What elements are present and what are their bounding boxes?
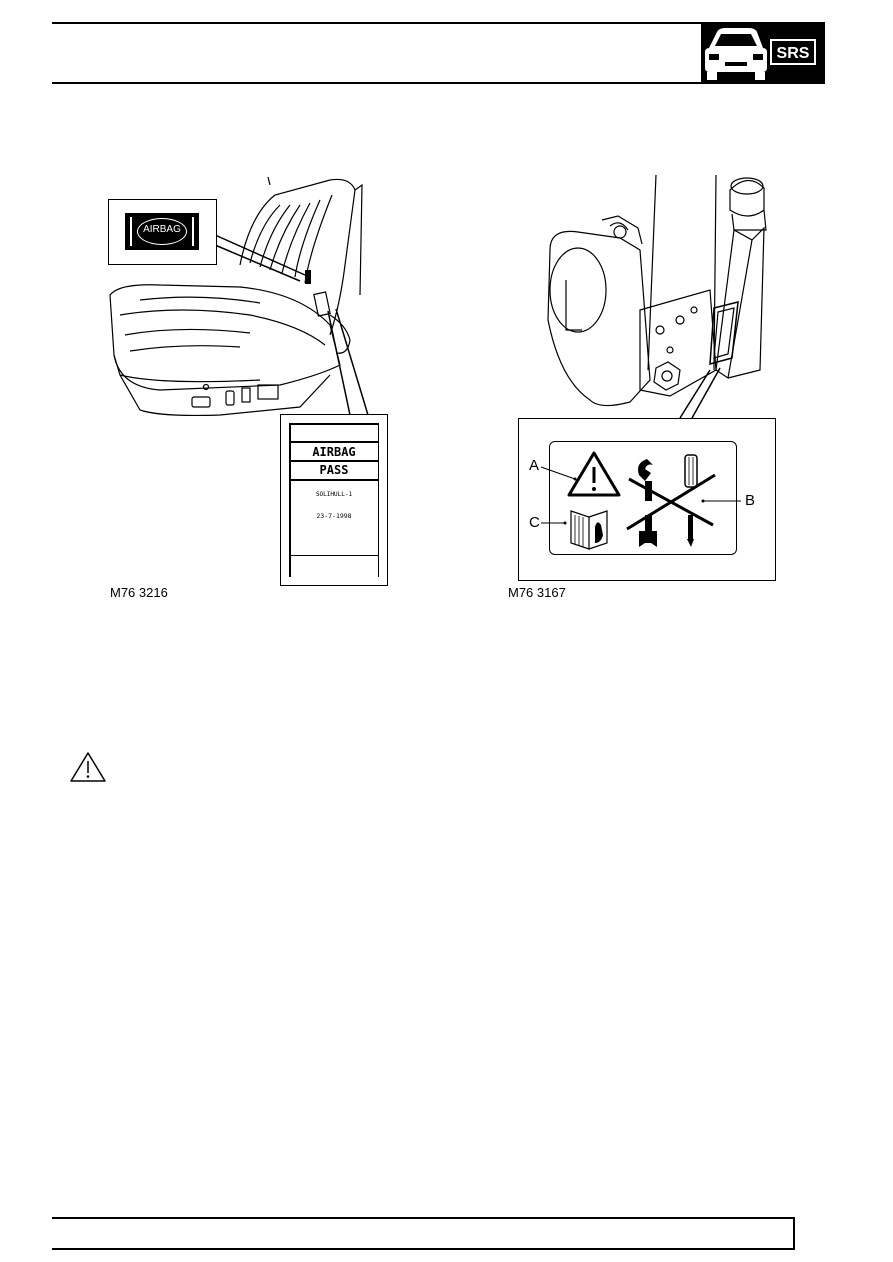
label-line-airbag: AIRBAG (312, 445, 356, 459)
warning-label-symbols (540, 451, 741, 550)
srs-badge-text: SRS (777, 45, 810, 62)
footer-top-rule (52, 1217, 795, 1219)
figure-seat-illustration (109, 176, 369, 417)
airbag-badge-text: AIRBAG (143, 224, 181, 235)
airbag-pass-label-box: AIRBAG PASS SOLIHULL-1 23-7-1998 (280, 414, 388, 586)
srs-header-badge: SRS (701, 22, 825, 84)
car-front-icon: SRS (705, 28, 816, 80)
warning-label-inner (549, 441, 737, 555)
figure-left-caption: M76 3216 (110, 585, 168, 600)
airbag-seat-badge-box: AIRBAG (108, 199, 217, 265)
figure-right-caption: M76 3167 (508, 585, 566, 600)
steering-warning-label-box: A B C (518, 418, 776, 581)
figure-steering-column-illustration (547, 174, 767, 419)
header-top-rule (52, 22, 825, 24)
warning-triangle-icon (70, 752, 106, 782)
airbag-badge-black: AIRBAG (125, 213, 199, 250)
callout-a: A (529, 457, 540, 474)
footer-right-rule (793, 1217, 795, 1250)
airbag-badge-oval (137, 218, 187, 245)
callout-c: C (529, 514, 540, 531)
label-line-date: 23-7-1998 (316, 512, 352, 520)
header-bottom-rule (52, 82, 702, 84)
footer-bottom-rule (52, 1248, 795, 1250)
label-line-location: SOLIHULL-1 (315, 491, 353, 498)
callout-b: B (745, 492, 756, 509)
label-line-pass: PASS (319, 463, 349, 477)
